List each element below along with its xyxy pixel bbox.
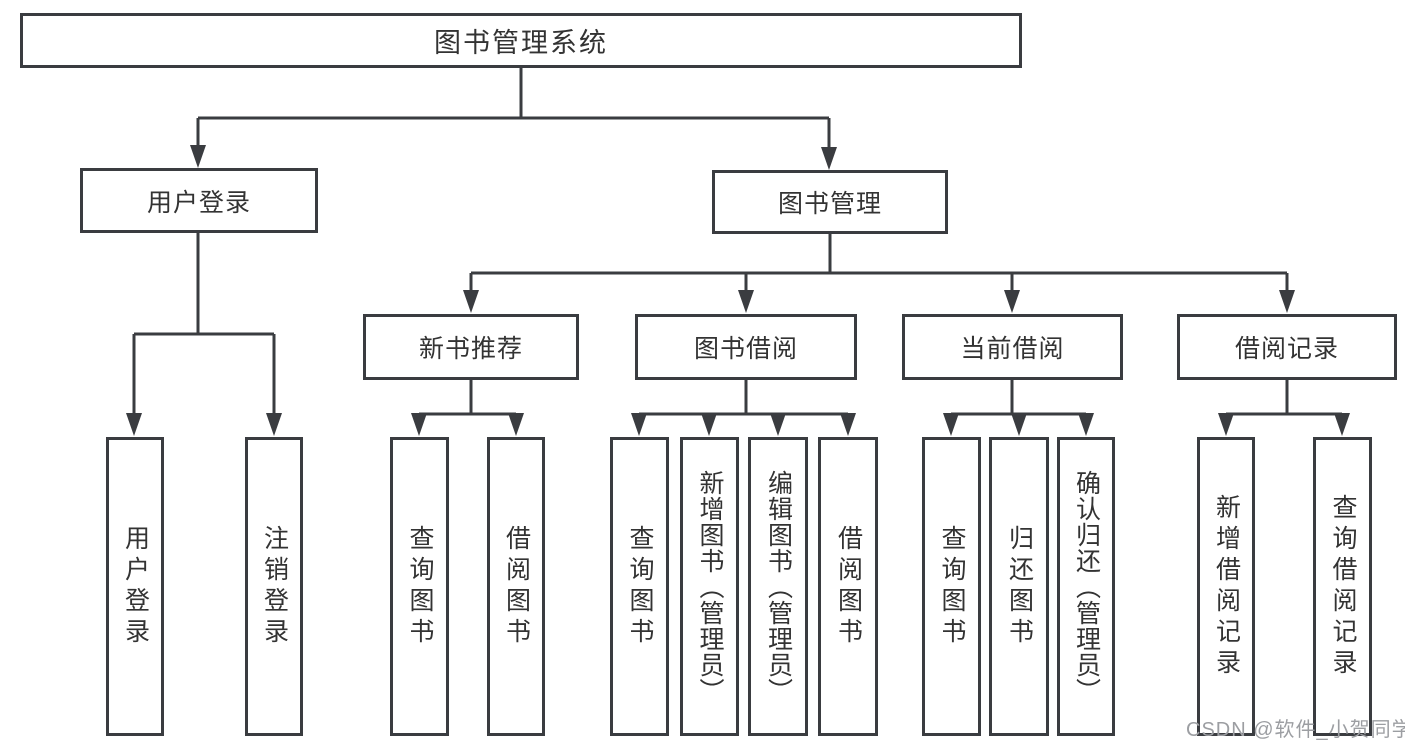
leaf-edit-book-admin: 编辑图书（管理员） [748, 437, 808, 736]
leaf-add-borrow-record: 新增借阅记录 [1197, 437, 1255, 736]
leaf-user-login: 用户登录 [106, 437, 164, 736]
connector-records-to-leaves [1218, 380, 1350, 436]
leaf-query-book-current: 查询图书 [922, 437, 981, 736]
node-book-borrow: 图书借阅 [635, 314, 857, 380]
node-borrow-records: 借阅记录 [1177, 314, 1397, 380]
csdn-watermark: CSDN @软件_小贺同学 [1186, 719, 1405, 741]
connector-recommend-to-leaves [411, 380, 524, 436]
connector-bookmgmt-to-level3 [463, 233, 1295, 313]
leaf-query-book-borrow: 查询图书 [610, 437, 669, 736]
node-book-management: 图书管理 [712, 170, 948, 234]
leaf-return-book: 归还图书 [989, 437, 1049, 736]
connector-bookborrow-to-leaves [631, 380, 856, 436]
node-new-book-recommend: 新书推荐 [363, 314, 579, 380]
leaf-borrow-book-borrow: 借阅图书 [818, 437, 878, 736]
leaf-query-borrow-record: 查询借阅记录 [1313, 437, 1372, 736]
leaf-borrow-book-recommend: 借阅图书 [487, 437, 545, 736]
node-current-borrow: 当前借阅 [902, 314, 1123, 380]
leaf-logout: 注销登录 [245, 437, 303, 736]
connector-userlogin-to-leaves [126, 232, 282, 436]
leaf-confirm-return-admin: 确认归还（管理员） [1057, 437, 1115, 736]
leaf-add-book-admin: 新增图书（管理员） [680, 437, 739, 736]
connector-currentborrow-to-leaves [943, 380, 1094, 436]
leaf-query-book-recommend: 查询图书 [390, 437, 449, 736]
node-user-login: 用户登录 [80, 168, 318, 233]
connector-root-to-level2 [190, 68, 837, 170]
node-library-management-system: 图书管理系统 [20, 13, 1022, 68]
